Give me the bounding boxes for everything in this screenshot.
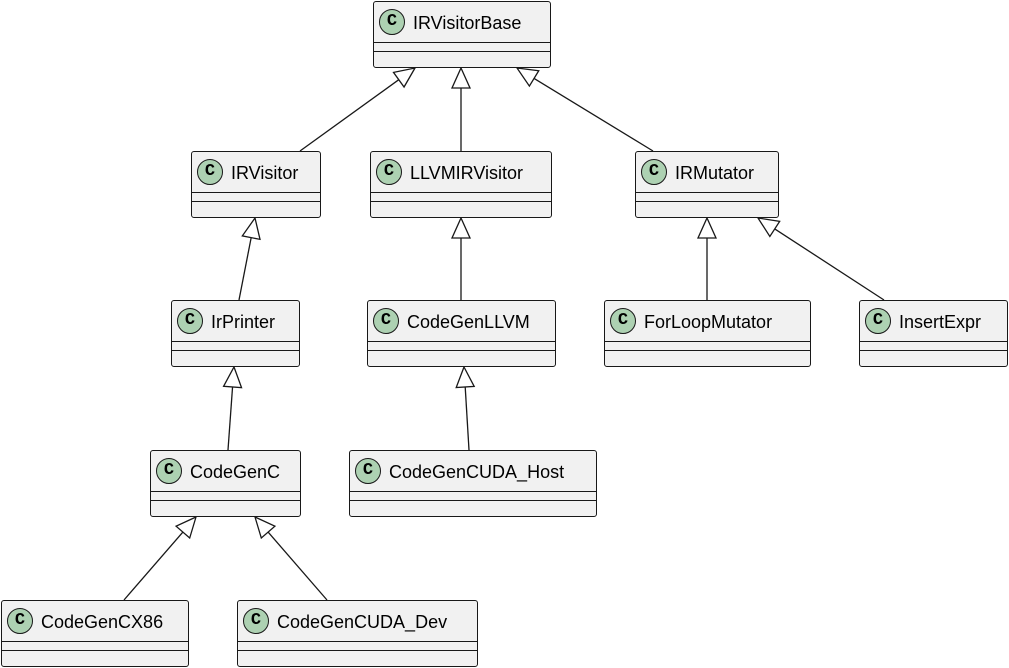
inheritance-edge-codegencx86-to-codegenc [123, 515, 198, 601]
methods-divider [368, 350, 555, 351]
inheritance-edge-forloopmutator-to-irmutator [696, 216, 718, 300]
class-codegenllvm[interactable]: C CodeGenLLVM [367, 300, 556, 367]
edge-line [227, 386, 234, 451]
inheritance-edge-codegencuda_dev-to-codegenc [253, 515, 328, 601]
class-name: InsertExpr [899, 312, 982, 332]
edge-line [464, 386, 470, 451]
class-name: LLVMIRVisitor [410, 163, 524, 183]
attributes-divider [192, 192, 320, 193]
methods-divider [605, 350, 810, 351]
methods-divider [192, 201, 320, 202]
class-name: IRVisitorBase [413, 13, 522, 33]
class-stereotype-icon: C [376, 159, 402, 185]
attributes-divider [860, 341, 1007, 342]
inheritance-edge-irprinter-to-irvisitor [238, 216, 261, 301]
class-llvmirvisitor[interactable]: C LLVMIRVisitor [370, 151, 552, 218]
class-stereotype-icon: C [355, 458, 381, 484]
attributes-divider [371, 192, 551, 193]
class-stereotype-icon: C [610, 308, 636, 334]
methods-divider [2, 650, 188, 651]
attributes-divider [2, 641, 188, 642]
generalization-arrowhead-icon [253, 515, 277, 540]
edge-line [123, 531, 184, 601]
class-name: IRMutator [675, 163, 755, 183]
attributes-divider [172, 341, 299, 342]
class-stereotype-icon: C [7, 608, 33, 634]
methods-divider [151, 500, 300, 501]
attributes-divider [605, 341, 810, 342]
class-stereotype-icon: C [641, 159, 667, 185]
class-stereotype-icon: C [197, 159, 223, 185]
class-codegencx86[interactable]: C CodeGenCX86 [1, 600, 189, 667]
inheritance-edge-irvisitor-to-irvisitorbase [299, 67, 417, 152]
methods-divider [238, 650, 477, 651]
inheritance-edge-irmutator-to-irvisitorbase [515, 67, 654, 152]
generalization-arrowhead-icon [450, 66, 472, 89]
class-name: IrPrinter [211, 312, 276, 332]
inheritance-edge-llvmirvisitor-to-irvisitorbase [450, 66, 472, 151]
edge-line [774, 228, 885, 301]
methods-divider [636, 201, 778, 202]
inheritance-edge-codegenc-to-irprinter [222, 365, 243, 451]
attributes-divider [238, 641, 477, 642]
attributes-divider [374, 42, 550, 43]
edge-line [533, 77, 654, 152]
generalization-arrowhead-icon [222, 365, 243, 389]
edge-line [267, 531, 328, 601]
class-name: CodeGenLLVM [407, 312, 530, 332]
generalization-arrowhead-icon [696, 216, 718, 239]
methods-divider [374, 51, 550, 52]
class-name: CodeGenCUDA_Host [389, 462, 565, 482]
generalization-arrowhead-icon [756, 217, 781, 238]
generalization-arrowhead-icon [450, 216, 472, 239]
methods-divider [860, 350, 1007, 351]
class-stereotype-icon: C [243, 608, 269, 634]
attributes-divider [151, 491, 300, 492]
class-forloopmutator[interactable]: C ForLoopMutator [604, 300, 811, 367]
class-name: CodeGenCX86 [41, 612, 164, 632]
class-codegencuda-dev[interactable]: C CodeGenCUDA_Dev [237, 600, 478, 667]
edge-line [299, 79, 400, 152]
class-name: IRVisitor [231, 163, 299, 183]
class-irprinter[interactable]: C IrPrinter [171, 300, 300, 367]
class-irvisitorbase[interactable]: C IRVisitorBase [373, 1, 551, 68]
class-stereotype-icon: C [177, 308, 203, 334]
edge-line [238, 237, 252, 301]
inheritance-edge-insertexpr-to-irmutator [756, 217, 885, 301]
class-name: ForLoopMutator [644, 312, 773, 332]
attributes-divider [636, 192, 778, 193]
generalization-arrowhead-icon [515, 67, 540, 88]
inheritance-edge-codegencuda_host-to-codegenllvm [455, 365, 476, 451]
generalization-arrowhead-icon [455, 365, 476, 389]
generalization-arrowhead-icon [174, 515, 198, 540]
methods-divider [371, 201, 551, 202]
class-insertexpr[interactable]: C InsertExpr [859, 300, 1008, 367]
generalization-arrowhead-icon [392, 67, 417, 89]
class-stereotype-icon: C [373, 308, 399, 334]
methods-divider [172, 350, 299, 351]
class-stereotype-icon: C [865, 308, 891, 334]
class-irvisitor[interactable]: C IRVisitor [191, 151, 321, 218]
class-codegenc[interactable]: C CodeGenC [150, 450, 301, 517]
attributes-divider [350, 491, 596, 492]
class-name: CodeGenC [190, 462, 281, 482]
class-codegencuda-host[interactable]: C CodeGenCUDA_Host [349, 450, 597, 517]
class-name: CodeGenCUDA_Dev [277, 612, 448, 632]
inheritance-edge-codegenllvm-to-llvmirvisitor [450, 216, 472, 300]
class-stereotype-icon: C [379, 9, 405, 35]
class-stereotype-icon: C [156, 458, 182, 484]
attributes-divider [368, 341, 555, 342]
class-irmutator[interactable]: C IRMutator [635, 151, 779, 218]
methods-divider [350, 500, 596, 501]
generalization-arrowhead-icon [241, 216, 261, 241]
